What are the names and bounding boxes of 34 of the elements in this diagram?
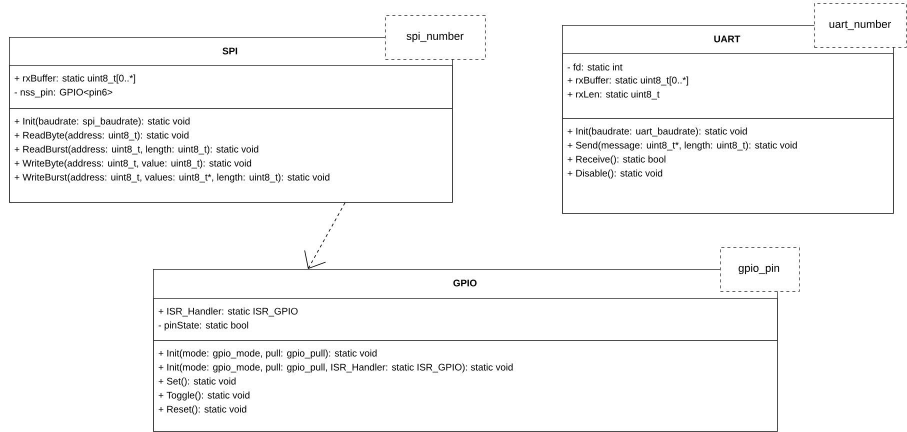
member-text: + Toggle(): static void (158, 392, 250, 400)
member-text: - fd: static int (568, 64, 622, 71)
class-name: UART (714, 36, 740, 42)
class-compartment (153, 298, 778, 341)
class-name: SPI (222, 48, 238, 54)
class-compartment (562, 53, 894, 119)
member-text: + Init(baudrate: uart_baudrate): static void (568, 128, 747, 136)
member-text: + WriteBurst(address: uint8_t, values: uint8_t*, length: uint8_t): static void (14, 174, 330, 182)
member-text: + WriteByte(address: uint8_t, value: uint8_t): static void (14, 160, 252, 168)
member-text: + Init(mode: gpio_mode, pull: gpio_pull, ISR_Handler: static ISR_GPIO): static void (158, 364, 513, 372)
member-text: + ReadByte(address: uint8_t): static void (14, 132, 188, 140)
class-compartment (9, 65, 453, 109)
member-text: + Init(baudrate: spi_baudrate): static void (14, 118, 190, 126)
member-text: + ReadBurst(address: uint8_t, length: uint8_t): static void (14, 146, 258, 154)
dependency-arrow (304, 202, 346, 269)
member-text: + Reset(): static void (158, 406, 246, 414)
member-text: + rxBuffer: static uint8_t[0..*] (568, 76, 688, 86)
class-compartment (153, 340, 778, 432)
member-text: + rxLen: static uint8_t (568, 90, 660, 100)
member-text: + Set(): static void (158, 378, 236, 386)
class-name: GPIO (453, 280, 477, 286)
member-text: + Send(message: uint8_t*, length: uint8_t): static void (568, 142, 797, 150)
class-compartment (562, 118, 894, 214)
member-text: + rxBuffer: static uint8_t[0..*] (14, 74, 136, 84)
template-parameter-box: uart_number (814, 3, 907, 48)
member-text: + Init(mode: gpio_mode, pull: gpio_pull): static void (158, 350, 377, 358)
template-parameter-box: spi_number (385, 15, 486, 60)
member-text: + Receive(): static bool (568, 156, 666, 164)
member-text: + ISR_Handler: static ISR_GPIO (158, 308, 298, 316)
member-text: - pinState: static bool (158, 322, 248, 330)
template-parameter-box: gpio_pin (720, 247, 800, 292)
member-text: - nss_pin: GPIO<pin6> (14, 88, 112, 98)
member-text: + Disable(): static void (568, 170, 662, 178)
class-compartment (9, 108, 453, 203)
